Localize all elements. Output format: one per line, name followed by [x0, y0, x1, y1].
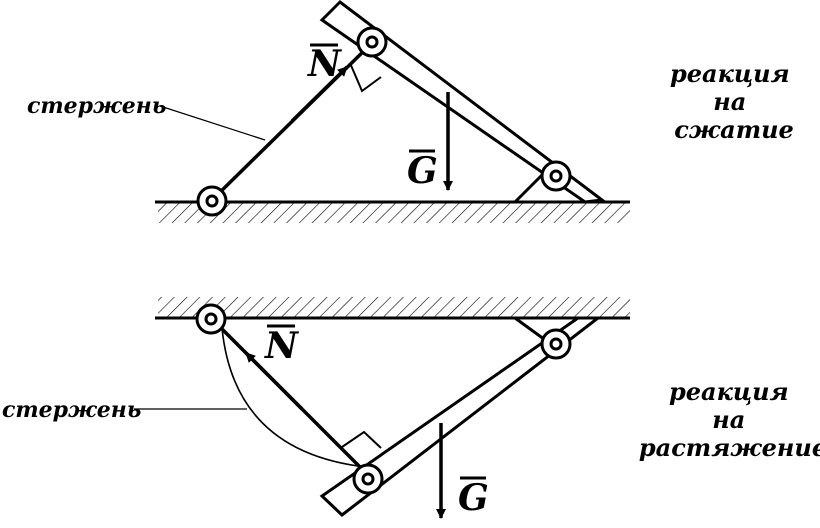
diagram-tension: N G стержень реакция на растяже [2, 297, 820, 519]
ceiling-hatch-bottom [158, 297, 630, 317]
beam-bottom [319, 316, 603, 517]
force-n-label-bottom: N [264, 325, 300, 367]
rod-label-top: стержень [27, 93, 166, 119]
force-n-arrow-top [290, 65, 349, 123]
hinge-beam-lower-bottom [352, 463, 384, 495]
hinge-ceiling-bottom [195, 303, 227, 335]
beam-top [319, 0, 606, 204]
ground-hatch-top [158, 203, 630, 223]
right-angle-top [349, 62, 382, 93]
rod-arc-bottom [221, 327, 359, 467]
force-g-label-top: G [407, 150, 438, 192]
force-g-label-bottom: G [458, 477, 489, 519]
right-angle-bottom [341, 430, 382, 449]
reaction-label-top: реакция на сжатие [670, 59, 798, 144]
force-n-arrow-bottom [244, 351, 304, 411]
hinge-beam-upper-top [356, 26, 388, 58]
hinge-beam-upper-bottom [540, 328, 572, 360]
rod-label-bottom: стержень [2, 397, 141, 423]
reaction-label-bottom: реакция на растяжение [639, 377, 820, 462]
diagram-compression: N G стержень реакция на сжатие [27, 0, 798, 223]
rod-top [209, 41, 374, 203]
hinge-beam-lower-top [540, 160, 572, 192]
rod-leader-top [159, 105, 266, 141]
hinge-ground-top [196, 185, 228, 217]
force-n-label-top: N [307, 43, 343, 85]
